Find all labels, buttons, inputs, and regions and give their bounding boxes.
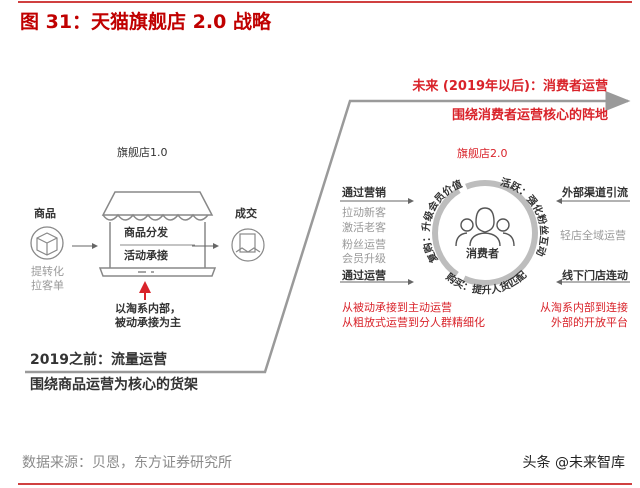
light-store: 轻店全域运营 [560, 229, 626, 242]
box-icon [30, 226, 64, 260]
external-channel: 外部渠道引流 [562, 186, 628, 199]
future-heading: 未来 (2019年以后)：消费者运营 [412, 79, 608, 94]
offline-store: 线下门店连动 [562, 269, 628, 282]
past-heading: 2019之前：流量运营 [30, 352, 167, 368]
operation-item-2: 会员升级 [342, 252, 386, 265]
product-sub-1: 提转化 [31, 265, 64, 278]
ring-label-active: 活跃：强化粉丝互动 [499, 175, 551, 258]
via-marketing: 通过营销 [342, 186, 386, 199]
deal-label: 成交 [235, 207, 257, 220]
future-subheading: 围绕消费者运营核心的阵地 [451, 108, 608, 123]
people-icon [455, 207, 515, 247]
figure-title: 图 31：天猫旗舰店 2.0 战略 [20, 11, 271, 33]
store-sign-2: 活动承接 [124, 249, 168, 262]
future-note-left-2: 从粗放式运营到分人群精细化 [342, 316, 485, 329]
timeline-path [25, 91, 631, 374]
past-note-2: 被动承接为主 [115, 316, 181, 329]
product-label: 商品 [34, 207, 56, 220]
watermark: 头条 @未来智库 [522, 455, 625, 471]
source-note: 数据来源：贝恩，东方证券研究所 [22, 455, 232, 471]
future-note-right-1: 从淘系内部到连接 [540, 301, 628, 314]
product-sub-2: 拉客单 [31, 279, 64, 292]
marketing-item-2: 激活老客 [342, 221, 386, 234]
consumer-cycle-ring [432, 180, 538, 286]
store-2-label: 旗舰店2.0 [457, 147, 508, 160]
store-1-label: 旗舰店1.0 [117, 146, 168, 159]
handshake-contract-icon [231, 228, 265, 262]
consumer-label: 消费者 [466, 247, 499, 260]
via-operation: 通过运营 [342, 269, 386, 282]
future-note-left-1: 从被动承接到主动运营 [342, 301, 452, 314]
past-subheading: 围绕商品运营为核心的货架 [30, 377, 198, 393]
operation-item-1: 粉丝运营 [342, 238, 386, 251]
future-note-right-2: 外部的开放平台 [551, 316, 628, 329]
storefront-icon [98, 191, 217, 277]
past-note-1: 以淘系内部， [115, 302, 181, 315]
store-sign-1: 商品分发 [124, 226, 168, 239]
marketing-item-1: 拉动新客 [342, 206, 386, 219]
